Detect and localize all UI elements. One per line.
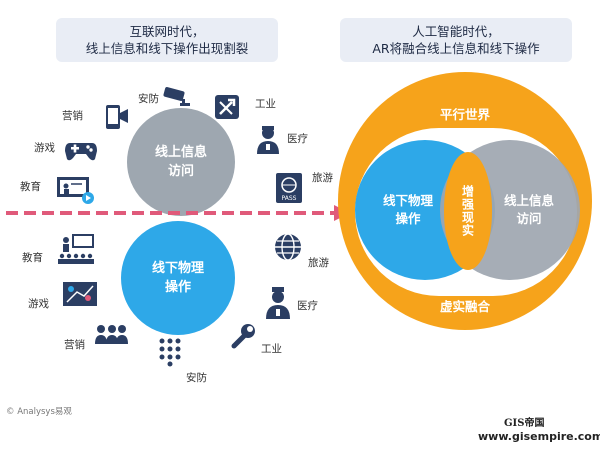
online-info-circle: 线上信息 访问 (127, 108, 235, 216)
offline-circle-line1: 线下物理 (151, 261, 204, 276)
gisempire-url: www.gisempire.com (478, 430, 600, 443)
augmented-reality-overlap: 增强现实 (444, 152, 492, 270)
keypad-icon (159, 338, 181, 367)
online-circle-line2: 访问 (167, 164, 194, 179)
venn-offline-line2: 操作 (395, 211, 421, 226)
doctor-icon (257, 126, 279, 154)
megaphone-phone-icon (106, 105, 128, 129)
offline-item-education-label: 教育 (22, 252, 43, 264)
video-lesson-icon (57, 177, 94, 204)
left-title-line1: 互联网时代， (129, 24, 205, 39)
online-item-medical-label: 医疗 (287, 133, 308, 145)
online-item-marketing-label: 营销 (62, 110, 83, 122)
offline-item-medical-label: 医疗 (297, 300, 318, 312)
analysys-credit: © Analysys易观 (6, 407, 72, 417)
nurse-icon (266, 287, 290, 319)
svg-text:PASS: PASS (282, 195, 297, 202)
passport-icon: PASS (276, 173, 302, 203)
people-icon (95, 325, 128, 344)
online-item-education-label: 教育 (20, 181, 41, 193)
offline-item-marketing-label: 营销 (64, 339, 85, 351)
online-item-travel-label: 旅游 (312, 172, 333, 184)
offline-operation-circle: 线下物理 操作 (121, 221, 235, 335)
offline-item-game-label: 游戏 (28, 298, 49, 310)
online-item-game-label: 游戏 (34, 142, 55, 154)
security-camera-icon (163, 87, 190, 106)
gamepad-icon (65, 143, 97, 161)
online-item-industry-label: 工业 (255, 98, 276, 110)
board-game-icon (63, 282, 97, 306)
tools-icon (215, 95, 239, 119)
globe-icon (275, 233, 301, 261)
venn-online-line2: 访问 (516, 211, 542, 226)
left-title-box: 互联网时代， 线上信息和线下操作出现割裂 (56, 18, 278, 62)
parallel-world-label: 平行世界 (439, 107, 490, 122)
right-title-line2: AR将融合线上信息和线下操作 (372, 41, 540, 56)
gisempire-logo: GIS帝国 (504, 418, 545, 429)
left-title-line2: 线上信息和线下操作出现割裂 (85, 41, 249, 56)
venn-online-line1: 线上信息 (503, 193, 554, 208)
wrench-icon (231, 324, 255, 349)
offline-item-industry-label: 工业 (261, 343, 282, 355)
online-circle-line1: 线上信息 (154, 145, 207, 160)
right-title-line1: 人工智能时代， (412, 24, 500, 39)
augmented-reality-label: 增强现实 (460, 185, 475, 237)
right-title-box: 人工智能时代， AR将融合线上信息和线下操作 (340, 18, 572, 62)
online-item-security-label: 安防 (138, 93, 159, 105)
offline-item-travel-label: 旅游 (308, 257, 329, 269)
offline-circle-line2: 操作 (164, 280, 191, 295)
classroom-icon (58, 234, 94, 264)
virtual-real-fusion-label: 虚实融合 (439, 299, 490, 314)
offline-item-security-label: 安防 (186, 372, 207, 384)
venn-offline-line1: 线下物理 (382, 193, 433, 208)
